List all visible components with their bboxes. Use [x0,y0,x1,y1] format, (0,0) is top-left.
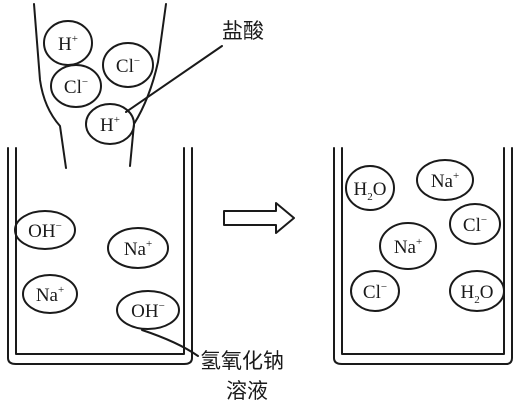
water-1: H2O [354,179,387,203]
ion-h-plus-lower-ellipse [85,103,135,145]
water-2: H2O [461,282,494,306]
ion-oh-minus-2-ellipse [116,290,180,330]
ion-cl-minus-left: Cl− [64,76,88,98]
ion-oh-minus-1: OH− [28,220,62,242]
base-label-line2: 溶液 [226,379,268,403]
water-1-ellipse [345,165,395,211]
acid-leader-line [125,45,223,113]
acid-label: 盐酸 [222,19,264,43]
left-beaker [7,147,193,365]
ion-cl-minus-4-ellipse [350,270,400,312]
ion-cl-minus-3: Cl− [463,214,487,236]
ion-na-plus-4: Na+ [394,236,422,258]
water-2-ellipse [449,270,505,312]
base-leader-line [141,329,199,357]
ion-na-plus-2: Na+ [36,284,64,306]
ion-na-plus-2-ellipse [22,274,78,314]
ion-cl-minus-dropper: Cl− [116,55,140,77]
ion-na-plus-1: Na+ [124,238,152,260]
ion-cl-minus-4: Cl− [363,281,387,303]
right-beaker-inner [341,147,505,355]
ion-h-plus-lower: H+ [100,114,120,136]
right-beaker [333,147,513,365]
ion-na-plus-3: Na+ [431,170,459,192]
ion-na-plus-3-ellipse [416,159,474,201]
left-beaker-inner [15,147,185,355]
ion-oh-minus-1-ellipse [14,210,76,250]
ion-na-plus-1-ellipse [107,227,169,269]
ion-cl-minus-dropper-ellipse [102,42,154,88]
ion-cl-minus-left-ellipse [50,64,102,108]
ion-h-plus-top-ellipse [43,20,93,66]
ion-h-plus-top: H+ [58,33,78,55]
ion-na-plus-4-ellipse [379,222,437,270]
base-label-line1: 氢氧化钠 [200,349,284,373]
ion-oh-minus-2: OH− [131,300,165,322]
ion-cl-minus-3-ellipse [449,203,501,245]
reaction-arrow [223,202,295,234]
